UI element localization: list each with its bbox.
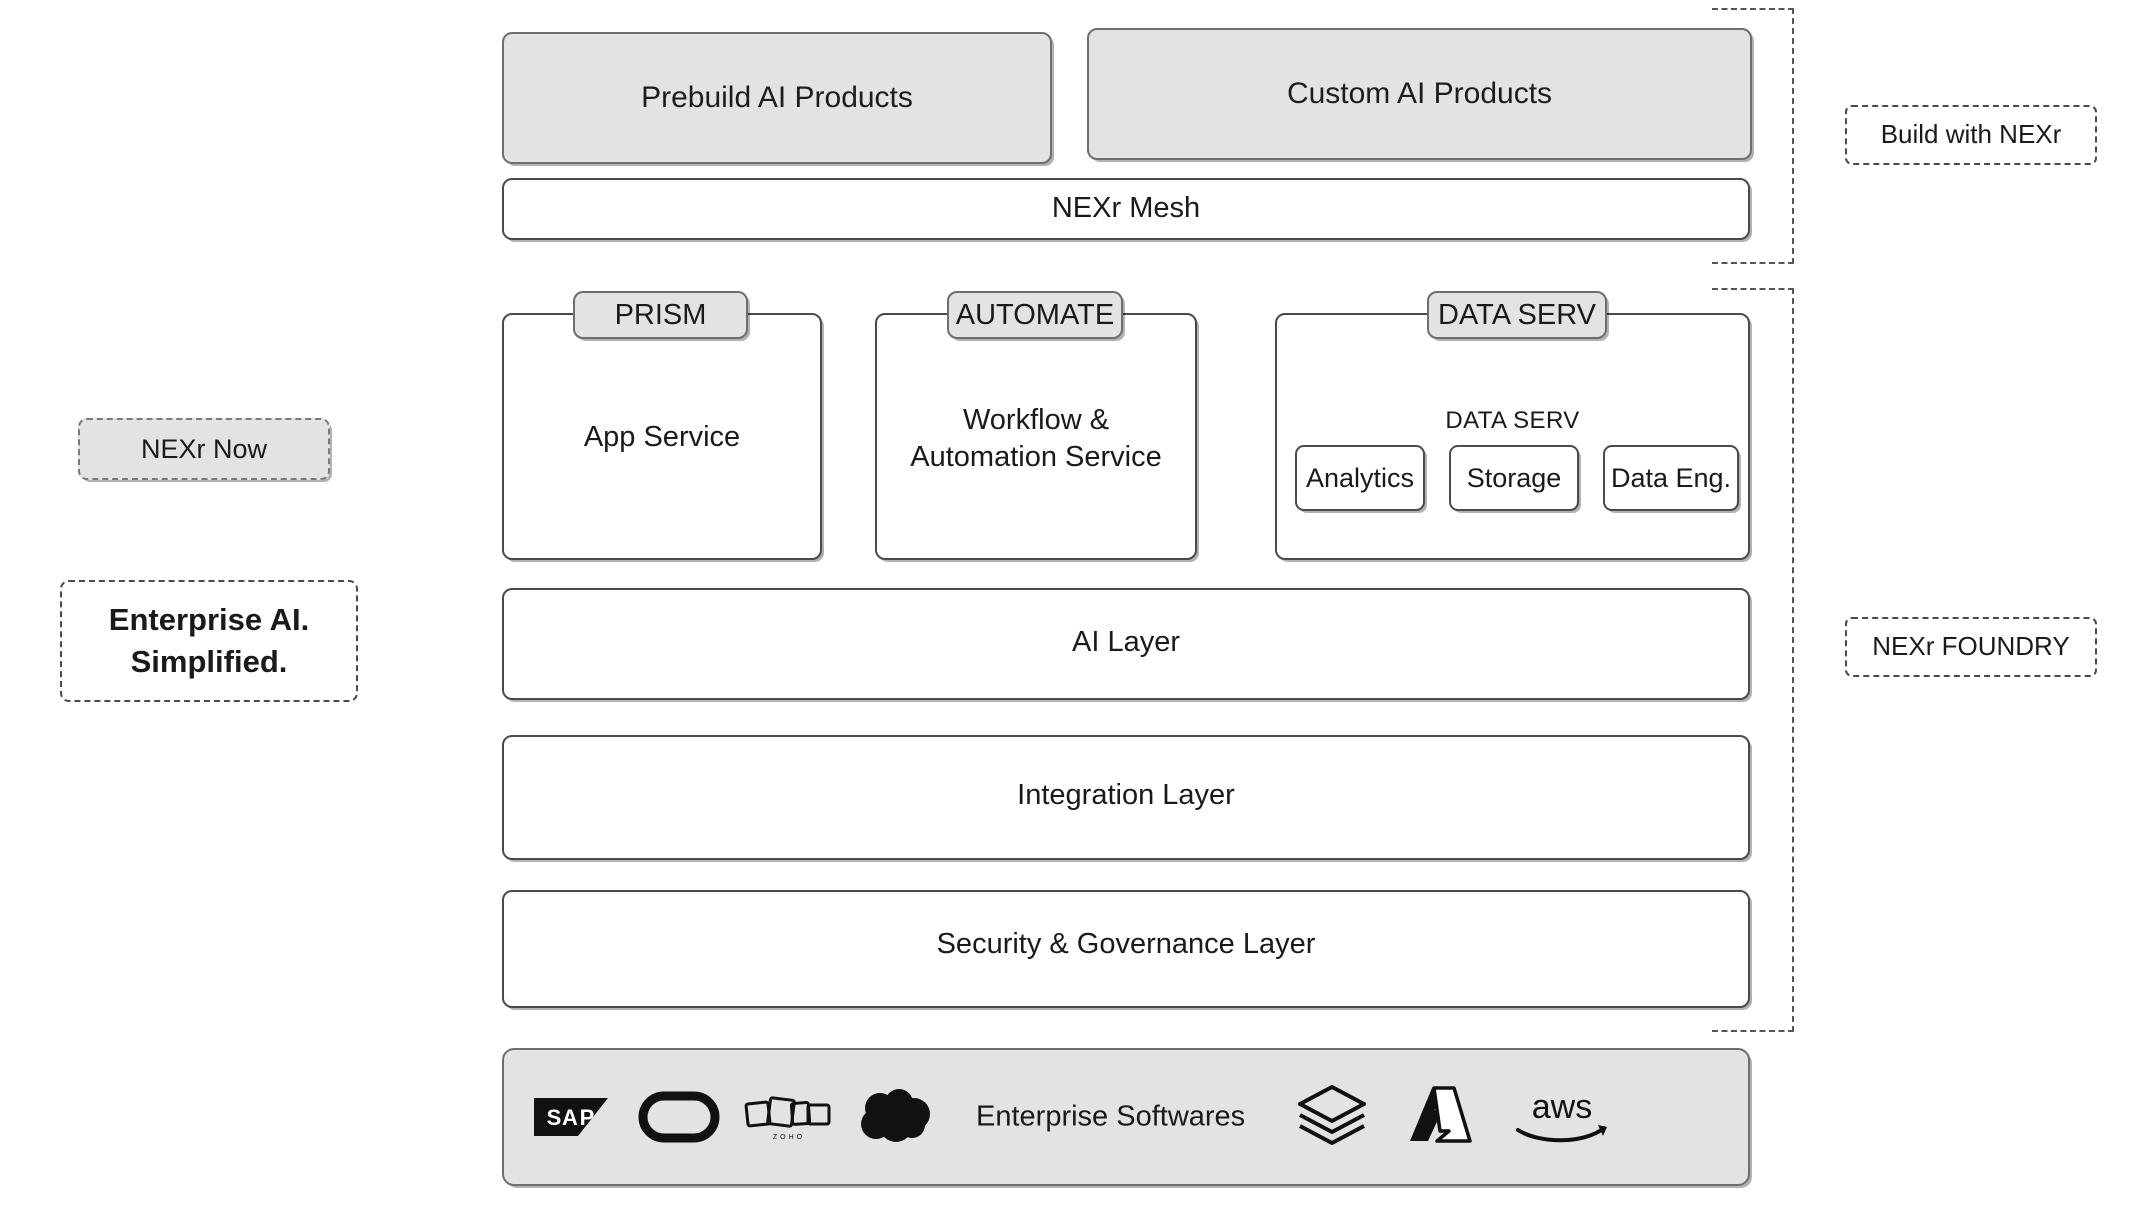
nexr-now-label: NEXr Now <box>140 433 268 464</box>
nexr-mesh-box[interactable]: NEXr Mesh <box>502 178 1750 240</box>
svg-text:aws: aws <box>1532 1088 1592 1126</box>
prism-badge-label: PRISM <box>614 298 707 331</box>
ai-layer-label: AI Layer <box>1072 626 1180 658</box>
enterprise-softwares-bar: S A P ZOHO <box>502 1048 1750 1186</box>
data-chip-data-eng[interactable]: Data Eng. <box>1603 445 1739 511</box>
data-chip-storage-label: Storage <box>1466 462 1562 493</box>
prebuilt-ai-products-label: Prebuild AI Products <box>641 80 913 114</box>
aws-logo: aws <box>1507 1086 1617 1148</box>
data-chip-analytics[interactable]: Analytics <box>1295 445 1425 511</box>
security-governance-layer-box[interactable]: Security & Governance Layer <box>502 890 1750 1008</box>
svg-text:P: P <box>580 1105 595 1130</box>
nexr-foundry-label: NEXr FOUNDRY <box>1872 631 2070 662</box>
automate-service-panel[interactable]: Workflow & Automation Service <box>875 313 1197 560</box>
azure-logo <box>1402 1082 1472 1152</box>
integration-layer-label: Integration Layer <box>1017 779 1235 811</box>
zoho-wordmark: ZOHO <box>772 1134 806 1141</box>
svg-text:A: A <box>562 1105 578 1130</box>
databricks-logo <box>1294 1081 1370 1153</box>
data-serv-service-panel[interactable]: DATA SERV Analytics Storage Data Eng. <box>1275 313 1750 560</box>
prebuilt-ai-products-box[interactable]: Prebuild AI Products <box>502 32 1052 164</box>
oracle-logo <box>638 1089 720 1145</box>
tagline-line-2: Simplified. <box>130 644 288 679</box>
svg-text:S: S <box>547 1105 562 1130</box>
automate-badge-label: AUTOMATE <box>955 298 1115 331</box>
automate-badge[interactable]: AUTOMATE <box>947 291 1123 339</box>
data-serv-badge-label: DATA SERV <box>1438 298 1596 331</box>
prism-service-label: App Service <box>583 421 741 454</box>
tagline-annotation: Enterprise AI. Simplified. <box>60 580 358 702</box>
salesforce-logo <box>854 1087 938 1147</box>
build-with-nexr-annotation[interactable]: Build with NEXr <box>1845 105 2097 165</box>
tagline-line-1: Enterprise AI. <box>108 602 310 638</box>
automate-service-body: Workflow & Automation Service <box>877 399 1195 479</box>
enterprise-softwares-label: Enterprise Softwares <box>976 1101 1245 1134</box>
data-serv-inner-label: DATA SERV <box>1277 407 1748 435</box>
custom-ai-products-label: Custom AI Products <box>1286 76 1553 110</box>
sap-logo: S A P <box>534 1094 614 1140</box>
automate-service-label: Workflow & Automation Service <box>910 403 1162 473</box>
data-serv-inner-text: DATA SERV <box>1445 407 1580 434</box>
prism-service-panel[interactable]: App Service <box>502 313 822 560</box>
security-governance-layer-label: Security & Governance Layer <box>936 928 1316 960</box>
build-with-nexr-label: Build with NEXr <box>1880 119 2062 150</box>
data-chip-analytics-label: Analytics <box>1305 462 1415 493</box>
nexr-mesh-label: NEXr Mesh <box>1051 192 1201 225</box>
prism-service-body: App Service <box>504 417 820 459</box>
data-chip-data-eng-label: Data Eng. <box>1610 462 1732 493</box>
custom-ai-products-box[interactable]: Custom AI Products <box>1087 28 1752 160</box>
nexr-now-annotation[interactable]: NEXr Now <box>78 418 330 480</box>
ai-layer-box[interactable]: AI Layer <box>502 588 1750 700</box>
enterprise-softwares-text: Enterprise Softwares <box>976 1100 1246 1133</box>
data-serv-badge[interactable]: DATA SERV <box>1427 291 1607 339</box>
data-chip-storage[interactable]: Storage <box>1449 445 1579 511</box>
integration-layer-box[interactable]: Integration Layer <box>502 735 1750 860</box>
prism-badge[interactable]: PRISM <box>573 291 748 339</box>
zoho-logo: ZOHO <box>744 1089 834 1145</box>
nexr-foundry-annotation[interactable]: NEXr FOUNDRY <box>1845 617 2097 677</box>
